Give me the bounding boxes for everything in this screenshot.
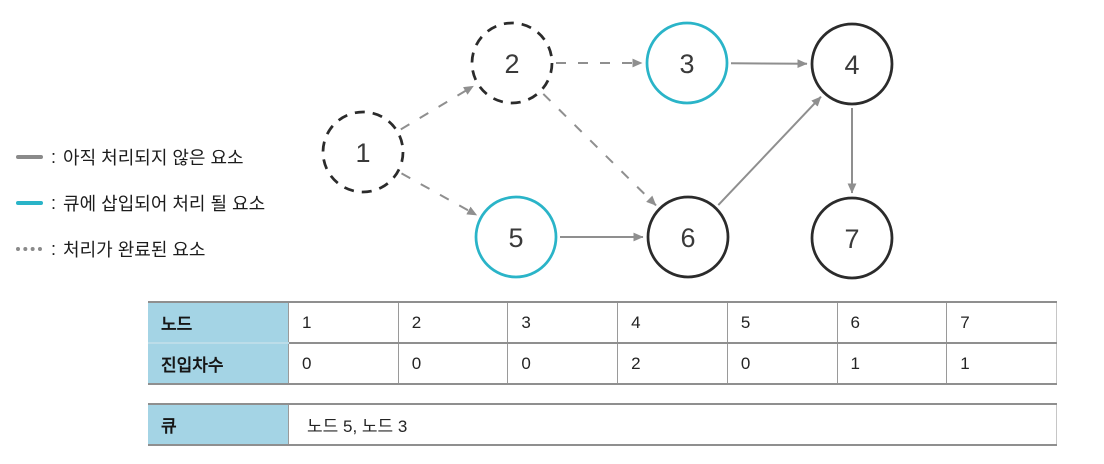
graph-node-label-5: 5 <box>508 223 523 253</box>
graph-edge-1-5 <box>401 172 478 216</box>
node-id-cell: 6 <box>836 301 948 344</box>
dotted-gray-line-icon <box>16 247 42 251</box>
indegree-cell: 0 <box>288 342 399 385</box>
indegree-header-cell: 진입차수 <box>148 342 289 385</box>
graph-node-5 <box>474 195 558 279</box>
node-id-cell: 3 <box>507 301 619 344</box>
graph-node-label-6: 6 <box>680 223 695 253</box>
legend-separator: : <box>51 146 57 167</box>
graph-edge-6-4 <box>717 96 822 206</box>
graph-node-6 <box>646 195 730 279</box>
solid-gray-line-icon <box>16 155 43 159</box>
node-header-cell: 노드 <box>148 301 289 344</box>
graph-edge-1-2 <box>400 85 474 131</box>
graph-node-label-7: 7 <box>844 224 859 254</box>
indegree-cell: 0 <box>726 342 838 385</box>
graph-node-4 <box>810 22 894 106</box>
legend-item-unprocessed: : 아직 처리되지 않은 요소 <box>16 134 265 180</box>
legend: : 아직 처리되지 않은 요소 : 큐에 삽입되어 처리 될 요소 : 처리가 … <box>16 134 265 272</box>
indegree-cell: 1 <box>836 342 948 385</box>
graph-node-2 <box>470 21 554 105</box>
indegree-table: 노드 1 2 3 4 5 6 7 진입차수 0 0 0 2 0 1 1 <box>148 301 1057 385</box>
legend-label-done: 처리가 완료된 요소 <box>63 240 206 260</box>
node-id-cell: 4 <box>617 301 728 344</box>
legend-separator: : <box>51 238 57 259</box>
table-row-indegrees: 진입차수 0 0 0 2 0 1 1 <box>148 342 1057 385</box>
legend-label-unprocessed: 아직 처리되지 않은 요소 <box>63 148 244 168</box>
node-id-cell: 1 <box>288 301 399 344</box>
table-row-nodes: 노드 1 2 3 4 5 6 7 <box>148 301 1057 344</box>
graph-node-label-4: 4 <box>844 50 859 80</box>
table-row-queue: 큐 노드 5, 노드 3 <box>148 403 1057 446</box>
graph-node-3 <box>645 21 729 105</box>
legend-item-queued: : 큐에 삽입되어 처리 될 요소 <box>16 180 265 226</box>
indegree-cell: 2 <box>617 342 728 385</box>
queue-value-cell: 노드 5, 노드 3 <box>288 403 1057 446</box>
topological-sort-graph: 1 2 3 4 5 6 7 <box>321 21 894 280</box>
graph-node-label-3: 3 <box>679 49 694 79</box>
indegree-cell: 0 <box>507 342 619 385</box>
graph-node-7 <box>810 196 894 280</box>
node-id-cell: 5 <box>726 301 838 344</box>
node-id-cell: 7 <box>946 301 1057 344</box>
graph-edge-2-6 <box>542 93 657 207</box>
indegree-cell: 1 <box>946 342 1057 385</box>
node-id-cell: 2 <box>397 301 509 344</box>
graph-node-label-2: 2 <box>504 49 519 79</box>
legend-item-done: : 처리가 완료된 요소 <box>16 226 265 272</box>
legend-label-queued: 큐에 삽입되어 처리 될 요소 <box>63 194 266 214</box>
graph-node-label-1: 1 <box>355 138 370 168</box>
solid-cyan-line-icon <box>16 201 43 205</box>
queue-header-cell: 큐 <box>148 403 289 446</box>
graph-node-1 <box>321 110 405 194</box>
legend-separator: : <box>51 192 57 213</box>
indegree-cell: 0 <box>397 342 509 385</box>
queue-table: 큐 노드 5, 노드 3 <box>148 403 1057 446</box>
